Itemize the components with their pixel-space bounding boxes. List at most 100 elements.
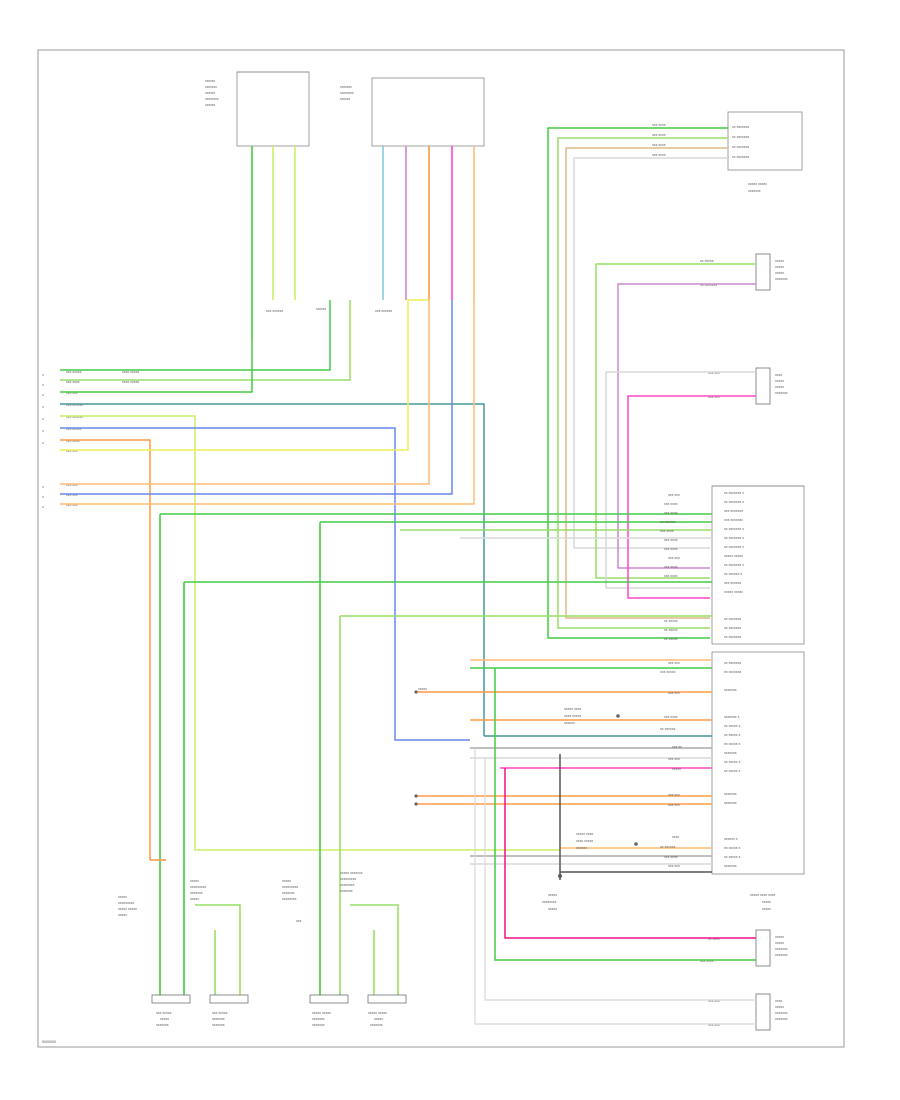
top-middle-wires	[382, 146, 475, 300]
right-tweeter-speaker: xxxxx xxxxx xxxxx xxxxxxx xx xxxxx xx xx…	[700, 253, 788, 291]
svg-text:xxxxxx: xxxxxx	[205, 91, 215, 95]
svg-text:xxx xxxxxx: xxx xxxxxx	[724, 581, 741, 585]
top-left-wires	[251, 146, 296, 340]
left-tweeter-speaker: xxxx xxxxx xxxxx xxxxxxx xxx xxx xxx xxx	[708, 367, 788, 405]
amplifier-connector-upper	[711, 485, 805, 645]
svg-text:xxxxx xxxxx: xxxxx xxxxx	[724, 590, 743, 594]
svg-text:xxx xxxxx: xxx xxxxx	[66, 427, 82, 431]
svg-text:xxxxx: xxxxx	[775, 271, 784, 275]
svg-text:xxxxx: xxxxx	[160, 1017, 169, 1021]
svg-text:xxx xxxx: xxx xxxx	[664, 565, 678, 569]
svg-text:xxxxx: xxxxx	[762, 900, 771, 904]
svg-text:xx xxxxxxx: xx xxxxxxx	[732, 125, 749, 129]
svg-text:xxxx xxxxx: xxxx xxxxx	[122, 370, 139, 374]
svg-text:xxxxxxx: xxxxxxx	[212, 1017, 225, 1021]
svg-text:xx xxxxxxx: xx xxxxxxx	[732, 145, 749, 149]
svg-text:xxx xxxx: xxx xxxx	[664, 855, 678, 859]
svg-text:xxx xxxxxxx: xxx xxxxxxx	[724, 509, 743, 513]
svg-text:xx xxxxx x: xx xxxxx x	[724, 760, 741, 764]
svg-text:xx xxxxx: xx xxxxx	[664, 619, 678, 623]
svg-text:xxxxx: xxxxx	[762, 907, 771, 911]
left-bus-wires	[60, 299, 560, 860]
svg-text:xx xxxxx x: xx xxxxx x	[724, 846, 741, 850]
svg-text:xxxxxxx: xxxxxxx	[775, 277, 788, 281]
svg-text:xxx xxxxx: xxx xxxxx	[156, 1011, 172, 1015]
svg-text:xxxxx: xxxxx	[282, 879, 291, 883]
left-front-door-tweeter: xxx xxxxx xxxxxxx xxxxxxx	[209, 994, 249, 1027]
svg-text:xxxxxxxx: xxxxxxxx	[340, 91, 354, 95]
svg-text:xxxxx xxxx: xxxxx xxxx	[564, 707, 581, 711]
svg-text:xxx xxxx: xxx xxxx	[664, 538, 678, 542]
svg-text:xx xxxxx x: xx xxxxx x	[724, 733, 741, 737]
svg-text:x: x	[42, 441, 44, 445]
svg-text:xx xxxxx: xx xxxxx	[664, 628, 678, 632]
svg-text:xx xxxxxxx: xx xxxxxxx	[724, 626, 741, 630]
svg-text:x: x	[42, 495, 44, 499]
svg-text:xx xxxxxxx: xx xxxxxxx	[700, 283, 717, 287]
left-rear-speaker: xxxx xxxxx xxxxxxx xxxxxxx xxx xxx xxx x…	[708, 993, 788, 1031]
svg-text:xxxx: xxxx	[672, 835, 679, 839]
svg-text:xxx xxxx: xxx xxxx	[700, 959, 714, 963]
bottom-speaker-wires	[150, 514, 399, 995]
svg-text:xxxxx: xxxxx	[775, 941, 784, 945]
svg-text:xxxxxxx: xxxxxxx	[724, 688, 737, 692]
svg-text:xx xxxxxxx x: xx xxxxxxx x	[724, 500, 744, 504]
svg-text:xxx xxxx: xxx xxxx	[664, 574, 678, 578]
left-rear-speaker-wires	[474, 748, 756, 1025]
svg-text:xxxxx xxxxx: xxxxx xxxxx	[312, 1011, 331, 1015]
svg-text:x: x	[42, 373, 44, 377]
svg-text:xx xxxxxx: xx xxxxxx	[660, 727, 676, 731]
svg-text:xxx xxx: xxx xxx	[66, 493, 78, 497]
footer-code: 9000000	[42, 1040, 56, 1044]
svg-text:xxxx xxxxx: xxxx xxxxx	[122, 380, 139, 384]
right-front-speaker-connector: xx xxxxxxx xx xxxxxxx xx xxxxxxx xx xxxx…	[727, 111, 803, 193]
svg-text:xx xxxxxxx: xx xxxxxxx	[732, 155, 749, 159]
svg-text:xx xxxxx x: xx xxxxx x	[724, 855, 741, 859]
svg-text:xxx xxxxxx: xxx xxxxxx	[66, 403, 83, 407]
svg-text:xxx xxx: xxx xxx	[668, 661, 680, 665]
label-middle-center-trim: xxx xxxxxx	[375, 309, 392, 313]
svg-text:xxxxxxx: xxxxxxx	[724, 751, 737, 755]
svg-text:xxx xxx: xxx xxx	[668, 757, 680, 761]
svg-text:xxxxxxx: xxxxxxx	[775, 1011, 788, 1015]
wire-labels-top-right: xxx xxxx xxx xxxx xxx xxxx xxx xxxx	[652, 123, 666, 157]
svg-text:xxxxx: xxxxx	[672, 767, 681, 771]
svg-text:xx xxxxx x: xx xxxxx x	[724, 724, 741, 728]
svg-text:x: x	[42, 505, 44, 509]
svg-text:xx xxxxxxx: xx xxxxxxx	[724, 617, 741, 621]
svg-text:xxxxxxxxx: xxxxxxxxx	[340, 877, 356, 881]
svg-text:xxxxx: xxxxx	[190, 897, 199, 901]
svg-text:xxxxxx: xxxxxx	[340, 97, 350, 101]
svg-text:x: x	[42, 485, 44, 489]
right-front-speaker-wires	[547, 127, 728, 639]
top-left-connector: xxxxxx xxxxxxx xxxxxx xxxxxxxx xxxxxx	[205, 71, 310, 147]
splice-labels: xxxxx xxxxx xxxx xxxx xxxxx xxxxxx xxxxx…	[418, 687, 593, 850]
svg-text:xxxxx xxxxx: xxxxx xxxxx	[724, 554, 743, 558]
svg-text:xxx xxxxxxx: xxx xxxxxxx	[724, 518, 743, 522]
svg-text:xxx xxxxx: xxx xxxxx	[66, 370, 82, 374]
svg-text:xxxxxx: xxxxxx	[564, 721, 575, 725]
svg-text:xxxxxxx: xxxxxxx	[748, 189, 761, 193]
svg-text:xxxx: xxxx	[775, 373, 782, 377]
amplifier-connector-lower: xxxxx xxxx xxxx xxxxx xxxxx	[711, 651, 805, 911]
svg-text:xxxxx: xxxxx	[118, 895, 127, 899]
svg-text:xxxxxx: xxxxxx	[576, 846, 587, 850]
svg-text:xxxxxxx: xxxxxxx	[156, 1023, 169, 1027]
svg-text:xx xxxxxx x: xx xxxxxx x	[724, 572, 742, 576]
svg-text:xxxxx: xxxxx	[775, 265, 784, 269]
svg-text:xxxxxx: xxxxxx	[205, 79, 215, 83]
svg-text:xxxxx xxxxx: xxxxx xxxxx	[368, 1011, 387, 1015]
svg-text:xx xxxx: xx xxxx	[708, 937, 720, 941]
svg-text:xxxxxxxx: xxxxxxxx	[542, 900, 557, 904]
svg-text:xxx xxxx: xxx xxxx	[652, 133, 666, 137]
svg-text:xxx xxx: xxx xxx	[668, 864, 680, 868]
right-tweeter-wires	[595, 263, 756, 579]
svg-text:xxxxx: xxxxx	[775, 385, 784, 389]
svg-text:xxxxxxx: xxxxxxx	[724, 792, 737, 796]
svg-text:xxx xxx: xxx xxx	[668, 493, 680, 497]
svg-text:xxxxx xxxx xxxx: xxxxx xxxx xxxx	[750, 893, 776, 897]
svg-text:xx xxxxxx: xx xxxxxx	[660, 520, 676, 524]
svg-text:xxx xxx: xxx xxx	[708, 999, 720, 1003]
svg-text:x: x	[42, 429, 44, 433]
